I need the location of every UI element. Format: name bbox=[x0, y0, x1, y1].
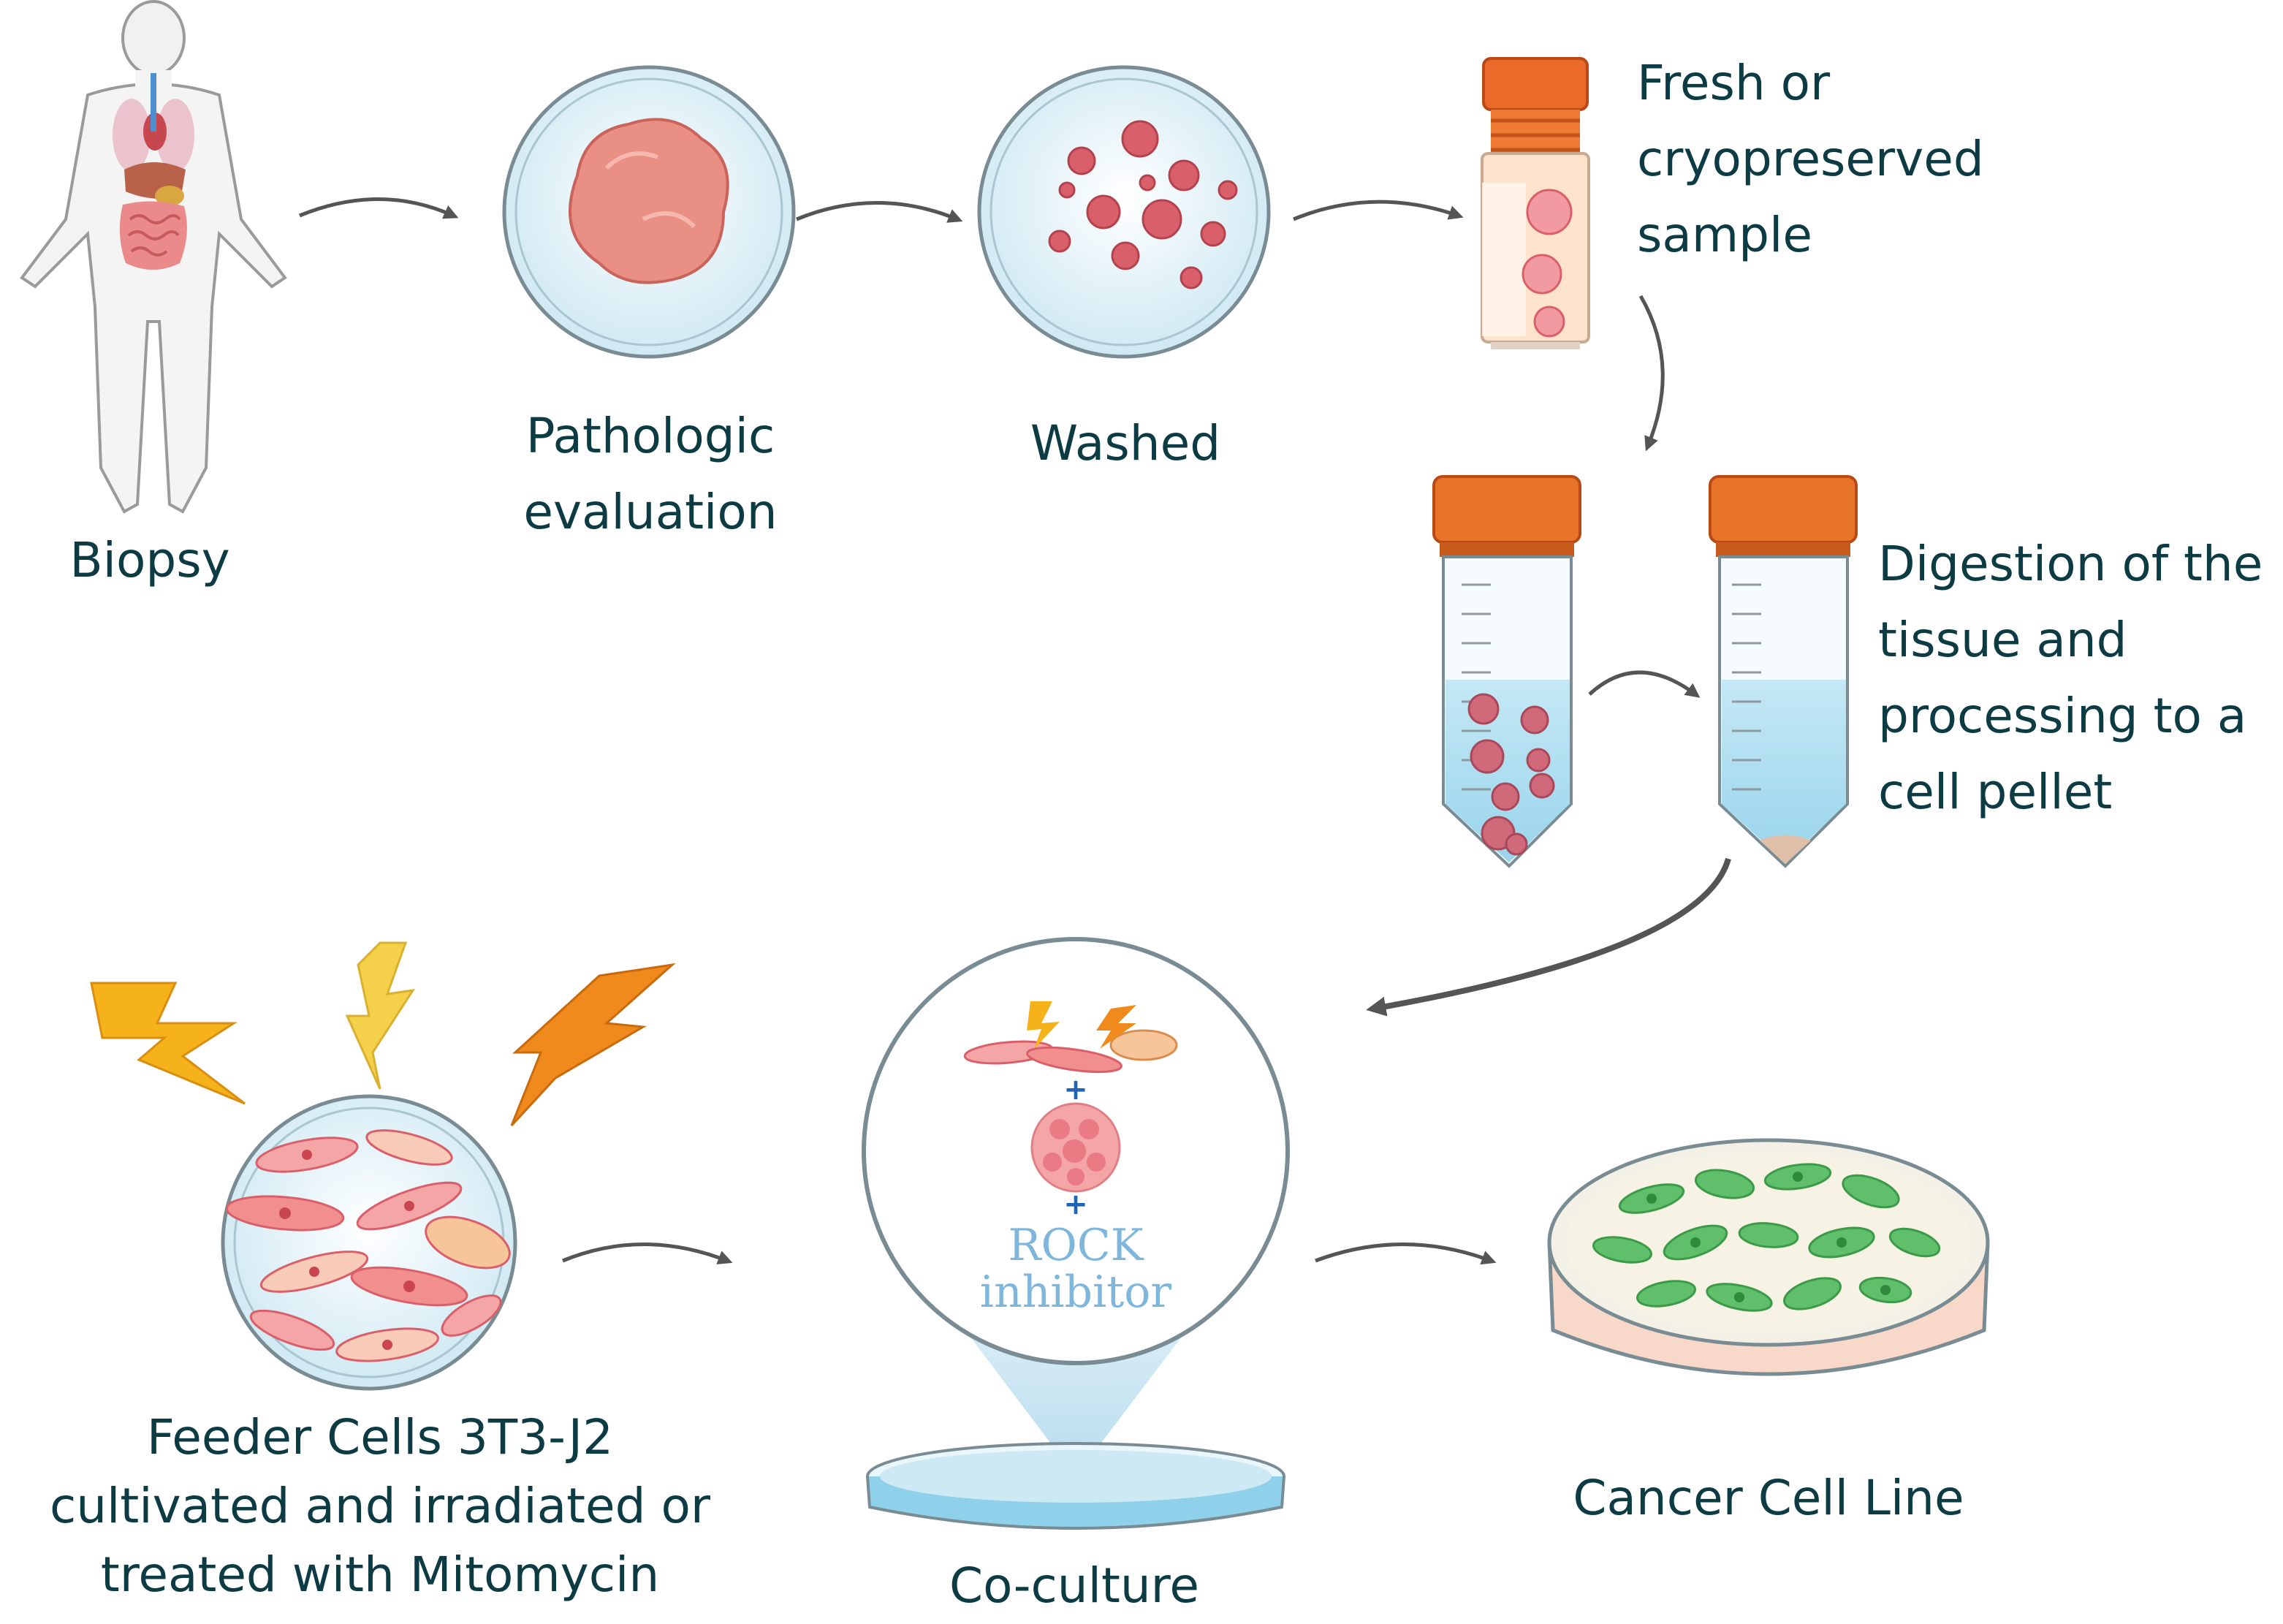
washed-dish-icon bbox=[977, 65, 1271, 359]
label-digestion-line-1: Digestion of the bbox=[1878, 536, 2263, 592]
label-feeder-line-2: cultivated and irradiated or bbox=[49, 1478, 711, 1534]
inset-lightning-bolt-icon bbox=[1027, 1001, 1136, 1049]
conical-tube-with-tissue-icon bbox=[1432, 475, 1581, 868]
rock-inhibitor-label: ROCK inhibitor bbox=[930, 1222, 1222, 1316]
label-sample: Fresh or cryopreserved sample bbox=[1637, 45, 1984, 273]
label-pathologic-line-2: evaluation bbox=[523, 484, 778, 540]
rock-line-1: ROCK bbox=[1008, 1220, 1144, 1271]
label-sample-line-1: Fresh or bbox=[1637, 55, 1831, 111]
inset-feeder-cells-icon bbox=[963, 1029, 1178, 1074]
arrow-tube-to-tube bbox=[1588, 670, 1701, 698]
label-cancer-cell-line: Cancer Cell Line bbox=[1573, 1470, 1964, 1526]
arrow-sample-to-digestion bbox=[1638, 295, 1665, 452]
lightning-bolt-icon-right bbox=[510, 963, 676, 1127]
feeder-cells-dish-icon bbox=[221, 1094, 517, 1391]
label-feeder-line-3: treated with Mitomycin bbox=[100, 1547, 660, 1603]
label-sample-line-2: cryopreserved bbox=[1637, 131, 1984, 187]
arrow-biopsy-to-pathologic bbox=[299, 197, 459, 219]
label-digestion-line-2: tissue and bbox=[1878, 612, 2127, 668]
arrow-pathologic-to-washed bbox=[796, 201, 963, 223]
label-coculture: Co-culture bbox=[949, 1557, 1199, 1614]
label-digestion: Digestion of the tissue and processing t… bbox=[1878, 526, 2263, 830]
arrow-digestion-to-coculture bbox=[1366, 857, 1731, 1017]
inset-tissue-cluster-icon bbox=[1030, 1102, 1121, 1193]
arrow-washed-to-sample bbox=[1293, 200, 1464, 221]
label-digestion-line-4: cell pellet bbox=[1878, 764, 2113, 820]
inset-plus-2: + bbox=[1063, 1188, 1088, 1221]
label-feeder-cells: Feeder Cells 3T3-J2 cultivated and irrad… bbox=[29, 1403, 731, 1609]
label-pathologic-line-1: Pathologic bbox=[525, 408, 775, 464]
lightning-bolt-icon-left bbox=[90, 982, 246, 1105]
cryovial-icon bbox=[1481, 57, 1590, 349]
label-digestion-line-3: processing to a bbox=[1878, 688, 2247, 744]
inset-plus-1: + bbox=[1063, 1073, 1088, 1107]
label-pathologic-evaluation: Pathologic evaluation bbox=[482, 398, 818, 550]
label-washed: Washed bbox=[1030, 415, 1221, 471]
conical-tube-with-pellet-icon bbox=[1709, 475, 1858, 868]
label-feeder-line-1: Feeder Cells 3T3-J2 bbox=[146, 1409, 614, 1465]
human-body-icon bbox=[20, 0, 287, 514]
cancer-cell-dish-icon bbox=[1547, 1138, 1990, 1376]
label-biopsy: Biopsy bbox=[69, 532, 230, 588]
label-sample-line-3: sample bbox=[1637, 207, 1812, 263]
lightning-bolt-icon-middle bbox=[345, 941, 416, 1090]
pathologic-dish-icon bbox=[502, 65, 796, 359]
coculture-dish-icon bbox=[866, 1442, 1285, 1530]
arrow-coculture-to-cancer-line bbox=[1315, 1242, 1497, 1265]
arrow-feeder-to-coculture bbox=[562, 1242, 733, 1264]
rock-line-2: inhibitor bbox=[979, 1267, 1172, 1318]
